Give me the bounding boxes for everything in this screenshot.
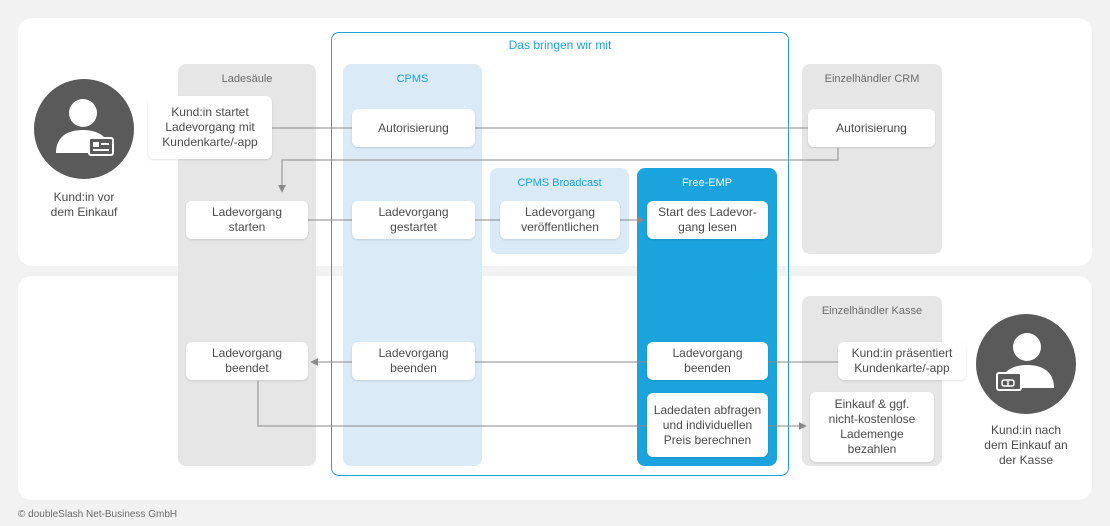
box-einkauf-bezahlen: Einkauf & ggf. nicht-kostenlose Lademeng… (810, 392, 934, 462)
box-ladevorgang-beenden-cpms: Ladevorgang beenden (352, 342, 475, 380)
box-ladedaten-abfragen: Ladedaten abfragen und individuellen Pre… (647, 393, 768, 457)
box-ladevorgang-veroeffentlichen: Ladevorgang veröffentlichen (500, 201, 620, 239)
provider-frame: Das bringen wir mit (331, 32, 789, 476)
line-beendet-to-einkauf (257, 381, 807, 430)
column-title-einzelhaendler-kasse: Einzelhändler Kasse (821, 305, 923, 317)
box-ladevorgang-beendet: Ladevorgang beendet (186, 342, 308, 380)
box-autorisierung-cpms: Autorisierung (352, 109, 475, 147)
box-ladevorgang-starten: Ladevorgang starten (186, 201, 308, 239)
column-title-cpms-broadcast: CPMS Broadcast (517, 177, 602, 189)
box-ladevorgang-beenden-emp: Ladevorgang beenden (647, 342, 768, 380)
box-kunde-startet: Kund:in startet Ladevorgang mit Kundenka… (148, 96, 272, 159)
footer-copyright: © doubleSlash Net-Business GmbH (18, 509, 178, 520)
column-einzelhaendler-crm: Einzelhändler CRM (802, 64, 942, 254)
line-crm-to-ladevorgang-starten (278, 148, 839, 193)
box-ladevorgang-gestartet: Ladevorgang gestartet (352, 201, 475, 239)
avatar-kunde-vor (34, 79, 134, 179)
person-with-card-icon (976, 314, 1076, 414)
avatar-kunde-nach (976, 314, 1076, 414)
box-start-lesen: Start des Ladevor- gang lesen (647, 201, 768, 239)
box-autorisierung-crm: Autorisierung (808, 109, 935, 147)
box-kunde-praesentiert: Kund:in präsentiert Kundenkarte/-app (838, 342, 966, 380)
column-title-einzelhaendler-crm: Einzelhändler CRM (824, 73, 920, 85)
column-title-free-emp: Free-EMP (681, 177, 733, 189)
provider-frame-title: Das bringen wir mit (508, 38, 612, 52)
person-with-card-icon (34, 79, 134, 179)
label-kunde-nach: Kund:in nach dem Einkauf an der Kasse (984, 423, 1068, 467)
column-title-cpms: CPMS (396, 73, 429, 85)
column-title-ladesaeule: Ladesäule (221, 73, 273, 85)
label-kunde-vor: Kund:in vor dem Einkauf (50, 190, 118, 219)
